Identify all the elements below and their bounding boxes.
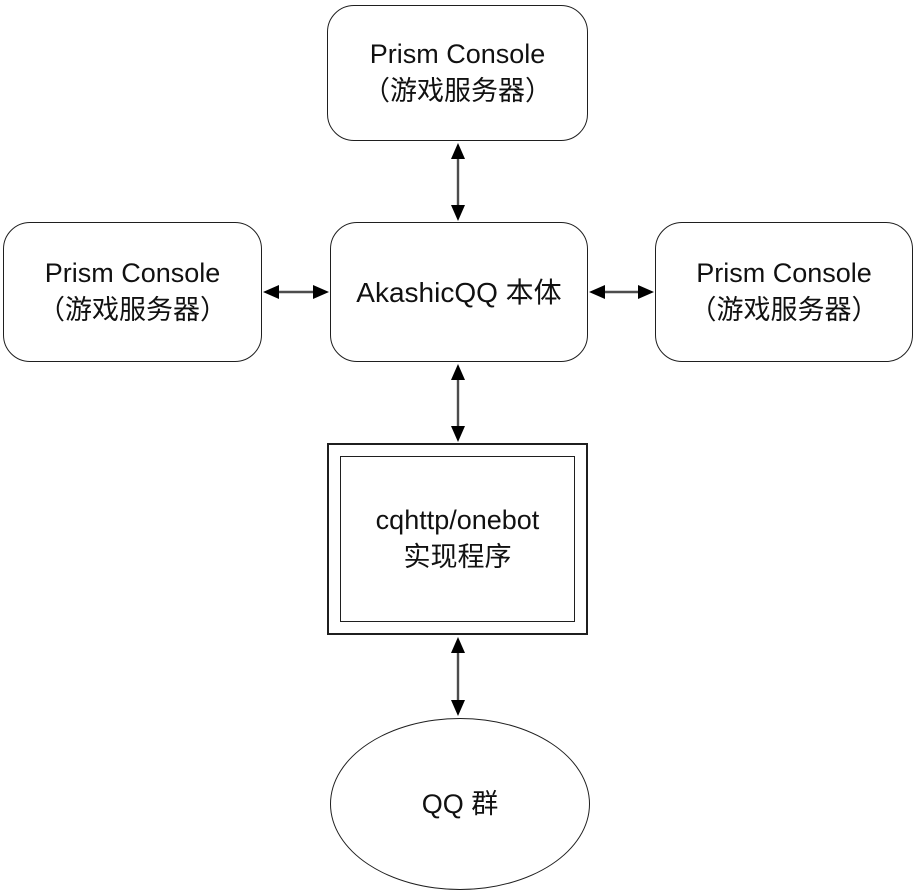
node-label-line2: （游戏服务器）	[689, 295, 879, 325]
edge-top-center	[451, 143, 465, 221]
node-prism-console-top: Prism Console （游戏服务器）	[327, 5, 588, 141]
node-label-line2: 实现程序	[403, 542, 512, 572]
node-prism-console-right: Prism Console （游戏服务器）	[655, 222, 913, 362]
node-label-line2: （游戏服务器）	[363, 76, 552, 106]
edge-left-center	[263, 285, 329, 299]
node-cqhttp-onebot-inner: cqhttp/onebot 实现程序	[340, 456, 575, 622]
node-cqhttp-onebot: cqhttp/onebot 实现程序	[327, 443, 588, 635]
node-label-line1: cqhttp/onebot	[375, 505, 540, 535]
node-label: QQ 群	[421, 788, 499, 819]
edge-center-right	[589, 285, 654, 299]
node-label: AkashicQQ 本体	[356, 276, 562, 308]
node-prism-console-left: Prism Console （游戏服务器）	[3, 222, 262, 362]
node-label-line1: Prism Console	[696, 258, 872, 288]
node-akashicqq-core: AkashicQQ 本体	[330, 222, 588, 362]
edge-center-middleware	[451, 364, 465, 442]
node-label-line2: （游戏服务器）	[38, 295, 227, 325]
node-qq-group: QQ 群	[330, 718, 590, 890]
edge-middleware-qqgroup	[451, 637, 465, 716]
node-label-line1: Prism Console	[44, 258, 221, 288]
node-label-line1: Prism Console	[369, 39, 546, 69]
